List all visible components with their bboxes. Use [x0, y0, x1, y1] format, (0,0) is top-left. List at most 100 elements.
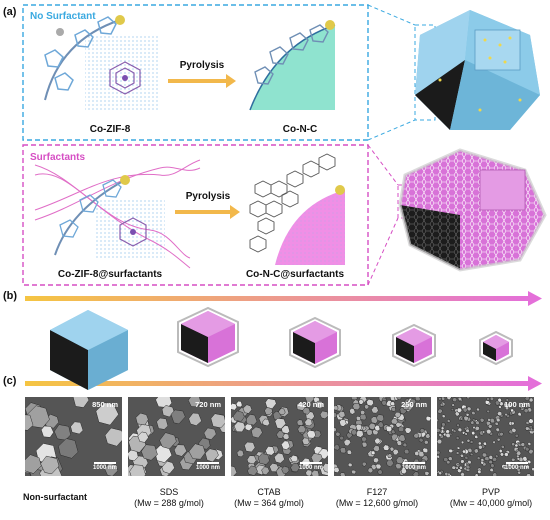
sem-particle: [247, 465, 258, 476]
sem-particle: [502, 466, 507, 470]
sem-particle: [334, 412, 338, 419]
sem-particle: [246, 455, 257, 465]
sem-particle: [456, 407, 463, 413]
scale-bar-line: [93, 462, 116, 464]
sem-particle: [521, 401, 527, 406]
scale-bar-label: 1000 nm: [92, 465, 117, 471]
sem-particle-size: 100 nm: [504, 400, 530, 409]
sem-caption-name: PVP: [481, 487, 500, 497]
sem-particle: [355, 415, 362, 421]
sem-particle: [311, 469, 320, 476]
sem-particle: [387, 453, 393, 459]
sem-particle: [445, 432, 451, 438]
sem-particle: [188, 412, 202, 426]
sem-particle: [452, 429, 457, 433]
scale-bar-line: [299, 462, 322, 464]
sem-particle: [404, 427, 412, 434]
sem-particle: [489, 467, 494, 473]
sem-particle: [484, 400, 490, 405]
sem-particle: [70, 421, 84, 435]
sem-particle: [527, 460, 532, 464]
sem-particle: [486, 409, 491, 414]
sem-particle: [40, 455, 60, 475]
sem-particle: [403, 448, 410, 455]
sem-particle: [459, 417, 464, 421]
sem-particle: [370, 450, 376, 456]
sem-particle: [335, 431, 341, 437]
sem-particle: [396, 440, 403, 446]
sem-particle: [269, 463, 279, 472]
sem-particle: [473, 448, 479, 454]
sem-particle: [457, 427, 463, 433]
sem-particle: [437, 450, 441, 455]
sem-particle: [514, 443, 519, 448]
sem-particle: [528, 397, 534, 403]
sem-particle: [368, 422, 376, 430]
sem-particle: [437, 418, 439, 423]
sem-particle: [155, 397, 173, 408]
sem-caption-name: SDS: [159, 487, 179, 497]
sem-particle: [290, 454, 298, 463]
sem-particle: [281, 425, 290, 434]
sem-particle: [412, 471, 420, 476]
surfactants-box: [22, 144, 369, 286]
sem-particle: [281, 465, 290, 474]
sem-particle: [492, 456, 498, 462]
sem-particle: [528, 448, 534, 455]
panel-label-b: (b): [3, 290, 18, 302]
crystal-pink-sds: [177, 306, 239, 368]
sem-particle: [487, 418, 492, 422]
sem-particle: [373, 457, 380, 464]
co-n-c-schematic: [249, 20, 336, 111]
sem-particle: [511, 427, 517, 433]
sem-particle: [494, 421, 499, 426]
sem-particle: [40, 425, 54, 438]
sem-particle: [414, 397, 421, 402]
sem-particle: [334, 466, 340, 473]
sem-particle: [424, 433, 431, 439]
sem-particle: [338, 410, 346, 419]
sem-particle: [372, 445, 380, 452]
sem-caption-mw: (Mw = 40,000 g/mol): [449, 498, 533, 508]
sem-particle: [455, 451, 460, 455]
sem-particle: [382, 444, 390, 451]
sem-particle: [402, 403, 410, 411]
sem-particle: [233, 421, 246, 433]
co-zif-8-schematic: [44, 15, 160, 110]
sem-particle: [424, 471, 430, 476]
sem-particle: [495, 417, 501, 423]
sem-particle: [444, 472, 449, 476]
sem-particle: [437, 408, 443, 414]
sem-particle: [410, 398, 417, 405]
sem-particle: [394, 411, 402, 419]
sem-particle: [265, 446, 275, 456]
sem-particle: [395, 456, 404, 465]
sem-particle: [476, 407, 480, 412]
sem-particle: [290, 462, 300, 473]
sem-particle: [466, 397, 471, 400]
sem-particle: [361, 441, 368, 448]
blue-dodecahedron-large: [415, 10, 540, 130]
sem-particle: [423, 439, 429, 445]
sem-caption-mw: (Mw = 12,600 g/mol): [335, 498, 419, 508]
sem-particle: [232, 410, 245, 422]
sem-particle: [451, 403, 455, 407]
sem-particle: [305, 469, 313, 476]
sem-particle: [495, 427, 500, 432]
sem-particle: [385, 425, 393, 433]
sem-particle: [510, 421, 515, 426]
sem-particle: [522, 456, 528, 462]
sem-particle: [262, 418, 270, 427]
sem-particle: [459, 453, 464, 458]
sem-particle: [173, 444, 187, 457]
sem-particle: [281, 440, 291, 450]
sem-particle: [470, 420, 475, 425]
sem-particle: [477, 444, 483, 450]
sem-particle: [438, 471, 443, 476]
crystal-pink-f127: [392, 323, 436, 368]
sem-particle: [245, 414, 258, 426]
sem-particle: [351, 469, 357, 475]
sem-particle: [462, 407, 468, 413]
sem-particle: [447, 472, 451, 476]
sem-particle: [203, 427, 217, 440]
